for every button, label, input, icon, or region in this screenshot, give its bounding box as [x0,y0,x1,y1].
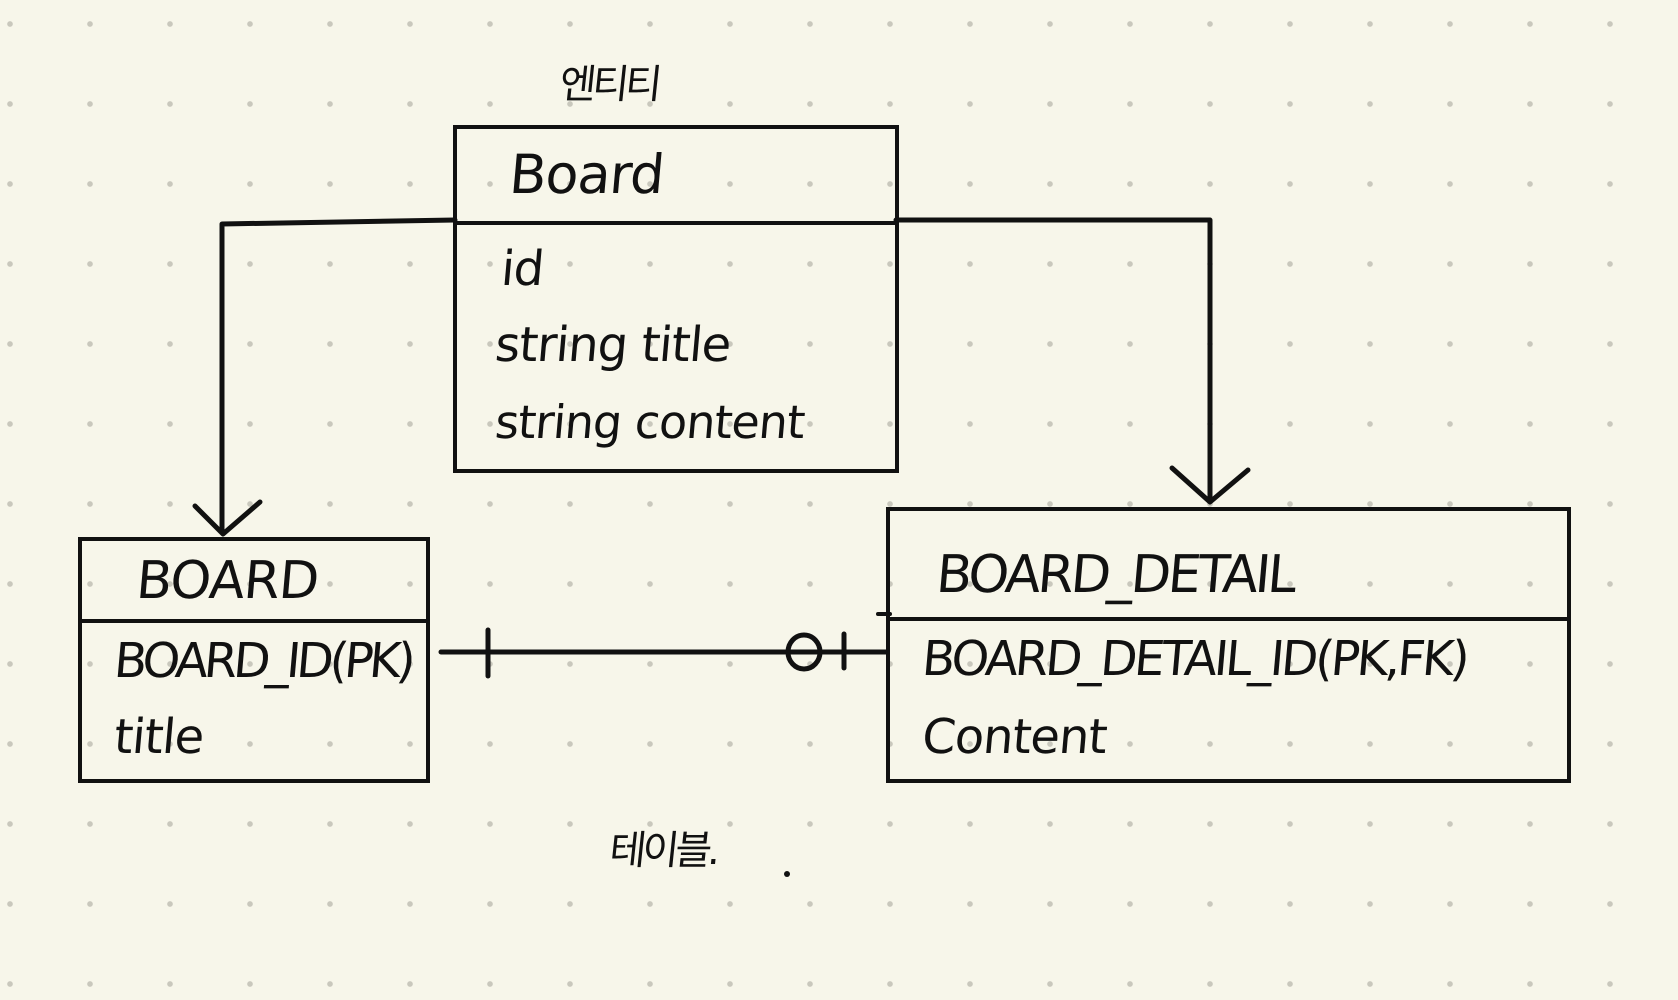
entity-name: Board [507,143,667,206]
entity-board-box: Board id string title string content [453,125,899,473]
arrow-to-board-detail-line [893,217,1213,503]
table-board-detail-column-content: Content [920,709,1109,765]
relationship-zero-mark [785,632,823,672]
table-board-column-id: BOARD_ID(PK) [112,633,415,689]
table-board-column-title: title [112,709,206,765]
entity-field-content: string content [493,395,807,449]
entity-field-title: string title [493,317,733,373]
table-board-detail-column-id: BOARD_DETAIL_ID(PK,FK) [920,631,1470,687]
entity-caption: 엔티티 [557,62,661,108]
entity-field-id: id [499,241,546,297]
table-board-header: BOARD [82,541,426,623]
arrow-to-board-head [192,499,263,537]
table-board-detail-header: BOARD_DETAIL [890,511,1567,621]
arrow-to-board-line [219,217,458,535]
arrow-to-board-detail-head [1169,465,1251,505]
table-board-box: BOARD BOARD_ID(PK) title [78,537,430,783]
table-caption: 테이블. [607,828,720,874]
table-board-name: BOARD [134,551,321,611]
table-board-detail-name: BOARD_DETAIL [934,545,1297,605]
entity-header: Board [457,129,895,225]
caption-dot [784,871,790,877]
table-board-detail-box: BOARD_DETAIL BOARD_DETAIL_ID(PK,FK) Cont… [886,507,1571,783]
